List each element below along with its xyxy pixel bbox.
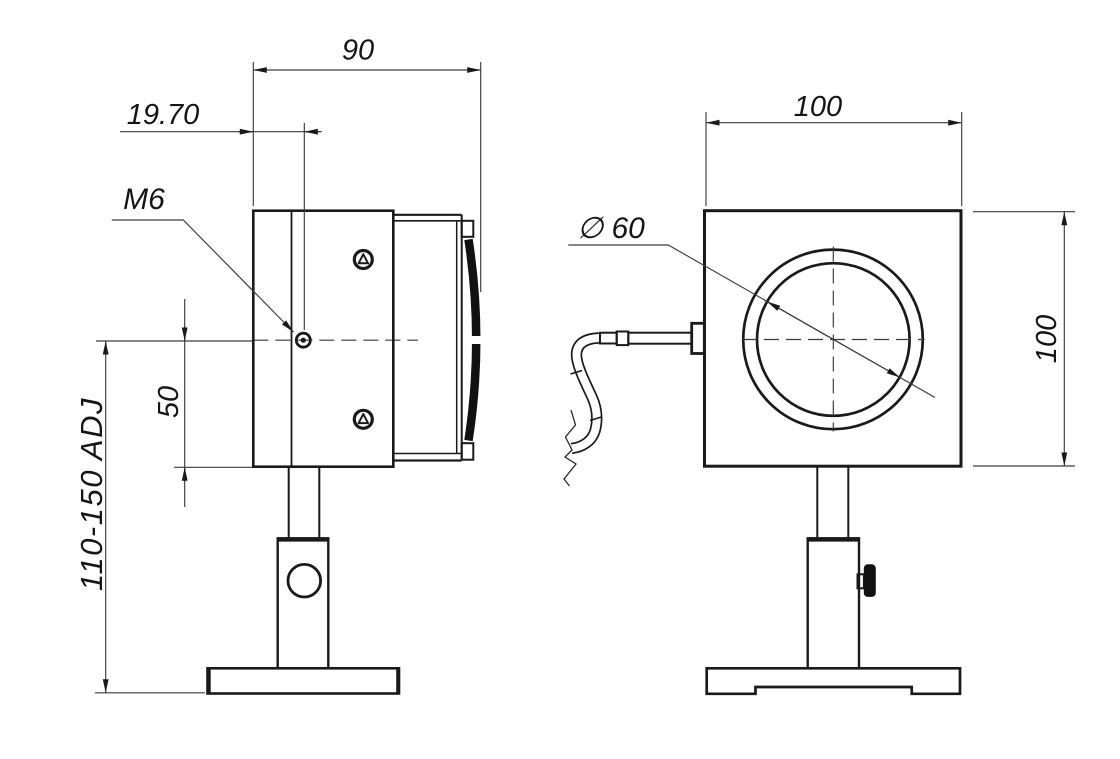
dim-adj-label: 110-150 ADJ xyxy=(74,397,109,591)
dim-50-label: 50 xyxy=(153,386,185,418)
dim-50: 50 xyxy=(153,299,252,507)
dim-aperture-60: ∅ 60 xyxy=(568,212,936,398)
label-m6: M6 xyxy=(111,183,294,333)
mounting-post-front xyxy=(816,466,850,538)
retainer-bottom xyxy=(460,442,475,461)
socket-screw-bottom xyxy=(352,408,374,430)
cable-break-symbol xyxy=(563,409,577,487)
dim-100-width: 100 xyxy=(705,91,963,206)
connector-flange xyxy=(690,321,706,355)
post-clamp-side xyxy=(276,537,330,670)
connector-nut xyxy=(615,330,630,347)
dim-90-label: 90 xyxy=(342,35,374,67)
thumbscrew-knob xyxy=(863,564,876,597)
retainer-top xyxy=(460,219,475,238)
socket-screw-top xyxy=(352,248,374,271)
front-view: ∅ 60 xyxy=(563,91,1075,696)
dim-100-height: 100 xyxy=(973,211,1075,467)
connector-barrel xyxy=(627,331,693,345)
cable-connector xyxy=(563,321,706,487)
side-centerline xyxy=(96,339,418,342)
cable-core xyxy=(570,334,602,453)
sensor-body-side xyxy=(252,209,395,468)
dim-aperture-label: ∅ 60 xyxy=(577,212,645,245)
post-clamp-front xyxy=(806,537,876,670)
side-view: 90 19.70 M6 50 110-150 ADJ xyxy=(74,35,484,695)
dim-19-70: 19.70 xyxy=(120,99,322,330)
m6-hole xyxy=(294,331,312,349)
dim-19-70-label: 19.70 xyxy=(127,99,200,131)
dim-110-150-adj: 110-150 ADJ xyxy=(74,341,205,694)
m6-label: M6 xyxy=(123,183,165,216)
dim-90: 90 xyxy=(252,35,482,292)
rear-cylinder xyxy=(393,213,475,462)
thumbscrew-stem xyxy=(856,573,865,590)
thumbscrew-hole xyxy=(286,563,322,599)
cable-boot xyxy=(599,331,618,345)
lens-element xyxy=(464,238,484,442)
base-side xyxy=(206,666,401,695)
dim-100-height-label: 100 xyxy=(1031,315,1063,363)
mounting-post-side xyxy=(287,466,321,539)
base-front xyxy=(705,666,962,696)
dim-100-width-label: 100 xyxy=(794,91,842,123)
